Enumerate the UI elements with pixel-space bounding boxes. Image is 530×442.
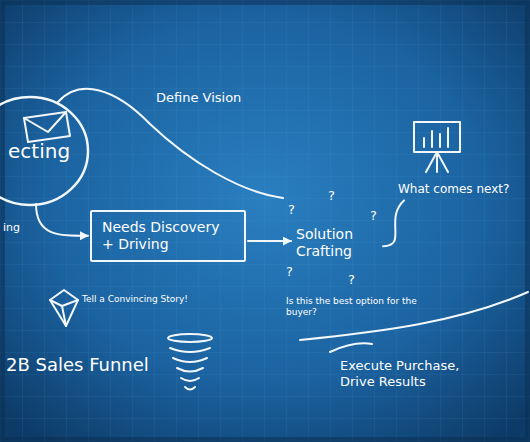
question-mark: ?: [286, 264, 293, 280]
process-box: Needs Discovery + Driving: [90, 210, 246, 262]
flow-arrow: [36, 204, 88, 236]
question-mark: ?: [348, 272, 355, 288]
purchase-stroke: [330, 343, 372, 352]
funnel-title: 2B Sales Funnel: [6, 354, 149, 376]
prospecting-circle: ecting: [0, 95, 90, 207]
flow-arrow: [383, 200, 404, 246]
stage-text: What comes next?: [398, 182, 509, 196]
envelope-icon: [24, 112, 70, 142]
stage-text: Solution Crafting: [296, 226, 378, 260]
node-text: ecting: [8, 139, 70, 163]
document-icon: [50, 290, 78, 326]
question-mark: ?: [288, 202, 295, 218]
flow-arrow: [248, 240, 291, 242]
result-note: Execute Purchase, Drive Results: [340, 358, 490, 389]
story-note: Tell a Convincing Story!: [82, 294, 188, 305]
cut-label: ing: [3, 221, 20, 234]
node-text: Solution Crafting: [296, 226, 378, 260]
node-text: Needs Discovery + Driving: [102, 219, 234, 253]
question-mark: ?: [328, 188, 335, 204]
question-mark: ?: [370, 208, 377, 224]
vision-curve: [58, 89, 283, 198]
funnel-icon: [168, 334, 212, 390]
node-text: What comes next?: [398, 182, 509, 196]
option-note: Is this the best option for the buyer?: [286, 296, 418, 318]
easel-icon: [414, 122, 460, 172]
vision-label: Define Vision: [156, 90, 241, 106]
